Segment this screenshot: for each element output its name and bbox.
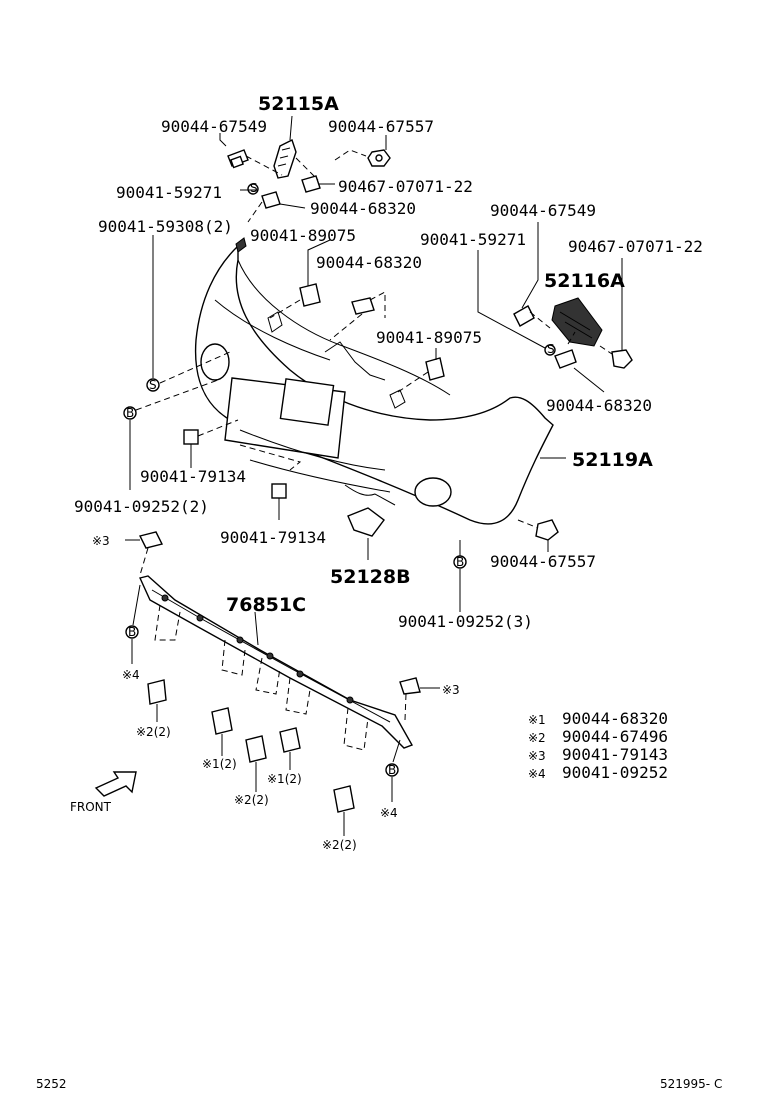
footer-page-code: 5252 (36, 1077, 67, 1091)
note-mark: ※1(2) (202, 757, 237, 771)
part-label-52116A: 52116A (544, 270, 625, 292)
part-label: 90041-09252(2) (74, 497, 209, 516)
part-label: 90467-07071-22 (338, 177, 473, 196)
svg-text:S: S (547, 342, 555, 356)
bolt-icon (351, 297, 375, 315)
note-mark: ※2(2) (136, 725, 171, 739)
legend: ※1 90044-68320 ※2 90044-67496 ※3 90041-7… (528, 709, 668, 782)
part-label: 90041-09252(3) (398, 612, 533, 631)
clip-icon (399, 677, 421, 695)
clip-icon (183, 429, 287, 499)
svg-text:B: B (456, 555, 464, 569)
part-label: 90044-67549 (161, 117, 267, 136)
note-mark: ※1(2) (267, 772, 302, 786)
legend-mark: ※4 (528, 767, 546, 781)
retainer-icon (299, 283, 445, 381)
svg-text:B: B (388, 763, 396, 777)
svg-text:B: B (128, 625, 136, 639)
part-label: 90044-68320 (546, 396, 652, 415)
legend-mark: ※1 (528, 713, 546, 727)
svg-text:B: B (126, 406, 134, 420)
note-mark: ※2(2) (234, 793, 269, 807)
clip-icon (138, 531, 164, 549)
legend-part: 90044-68320 (562, 709, 668, 728)
part-label: 90041-89075 (376, 328, 482, 347)
fog-lamp-hole-right (414, 477, 452, 507)
note-mark: ※3 (92, 534, 110, 548)
part-label: 90044-68320 (310, 199, 416, 218)
part-label-52119A: 52119A (572, 449, 653, 471)
legend-mark: ※3 (528, 749, 546, 763)
bumper-stop-icon (147, 679, 355, 813)
front-arrow-icon (94, 771, 137, 797)
screw-icon (227, 149, 249, 169)
legend-mark: ※2 (528, 731, 546, 745)
legend-part: 90044-67496 (562, 727, 668, 746)
nut-icon (367, 149, 391, 167)
legend-part: 90041-79143 (562, 745, 668, 764)
note-mark: ※4 (380, 806, 398, 820)
footer-figure-code: 521995- C (660, 1077, 722, 1091)
nut-icon (611, 349, 633, 369)
bracket-52115A (273, 139, 297, 179)
nut-icon (535, 519, 559, 541)
reinforcement-76851C (139, 575, 414, 749)
tow-hook-cover-52128B (347, 507, 385, 537)
part-label: 90044-67557 (490, 552, 596, 571)
part-label: 90041-59271 (116, 183, 222, 202)
note-mark: ※4 (122, 668, 140, 682)
part-label: 90041-59271 (420, 230, 526, 249)
svg-text:S: S (149, 378, 157, 392)
part-label: 90041-89075 (250, 226, 356, 245)
part-label-52115A: 52115A (258, 93, 339, 115)
part-label-52128B: 52128B (330, 566, 411, 588)
screw-icon (513, 305, 577, 369)
part-label: 90041-79134 (140, 467, 246, 486)
clip-icon (161, 594, 354, 704)
svg-text:S: S (250, 181, 258, 195)
part-label: 90467-07071-22 (568, 237, 703, 256)
part-label: 90041-79134 (220, 528, 326, 547)
legend-part: 90041-09252 (562, 763, 668, 782)
clip-icon (235, 237, 247, 253)
bolt-icon (261, 175, 321, 209)
note-mark: ※3 (442, 683, 460, 697)
part-label: 90044-68320 (316, 253, 422, 272)
note-mark: ※2(2) (322, 838, 357, 852)
part-label: 90041-59308(2) (98, 217, 233, 236)
fog-lamp-hole-left (200, 343, 230, 381)
part-label-76851C: 76851C (226, 594, 306, 616)
front-label: FRONT (70, 800, 112, 814)
part-label: 90044-67549 (490, 201, 596, 220)
part-label: 90044-67557 (328, 117, 434, 136)
